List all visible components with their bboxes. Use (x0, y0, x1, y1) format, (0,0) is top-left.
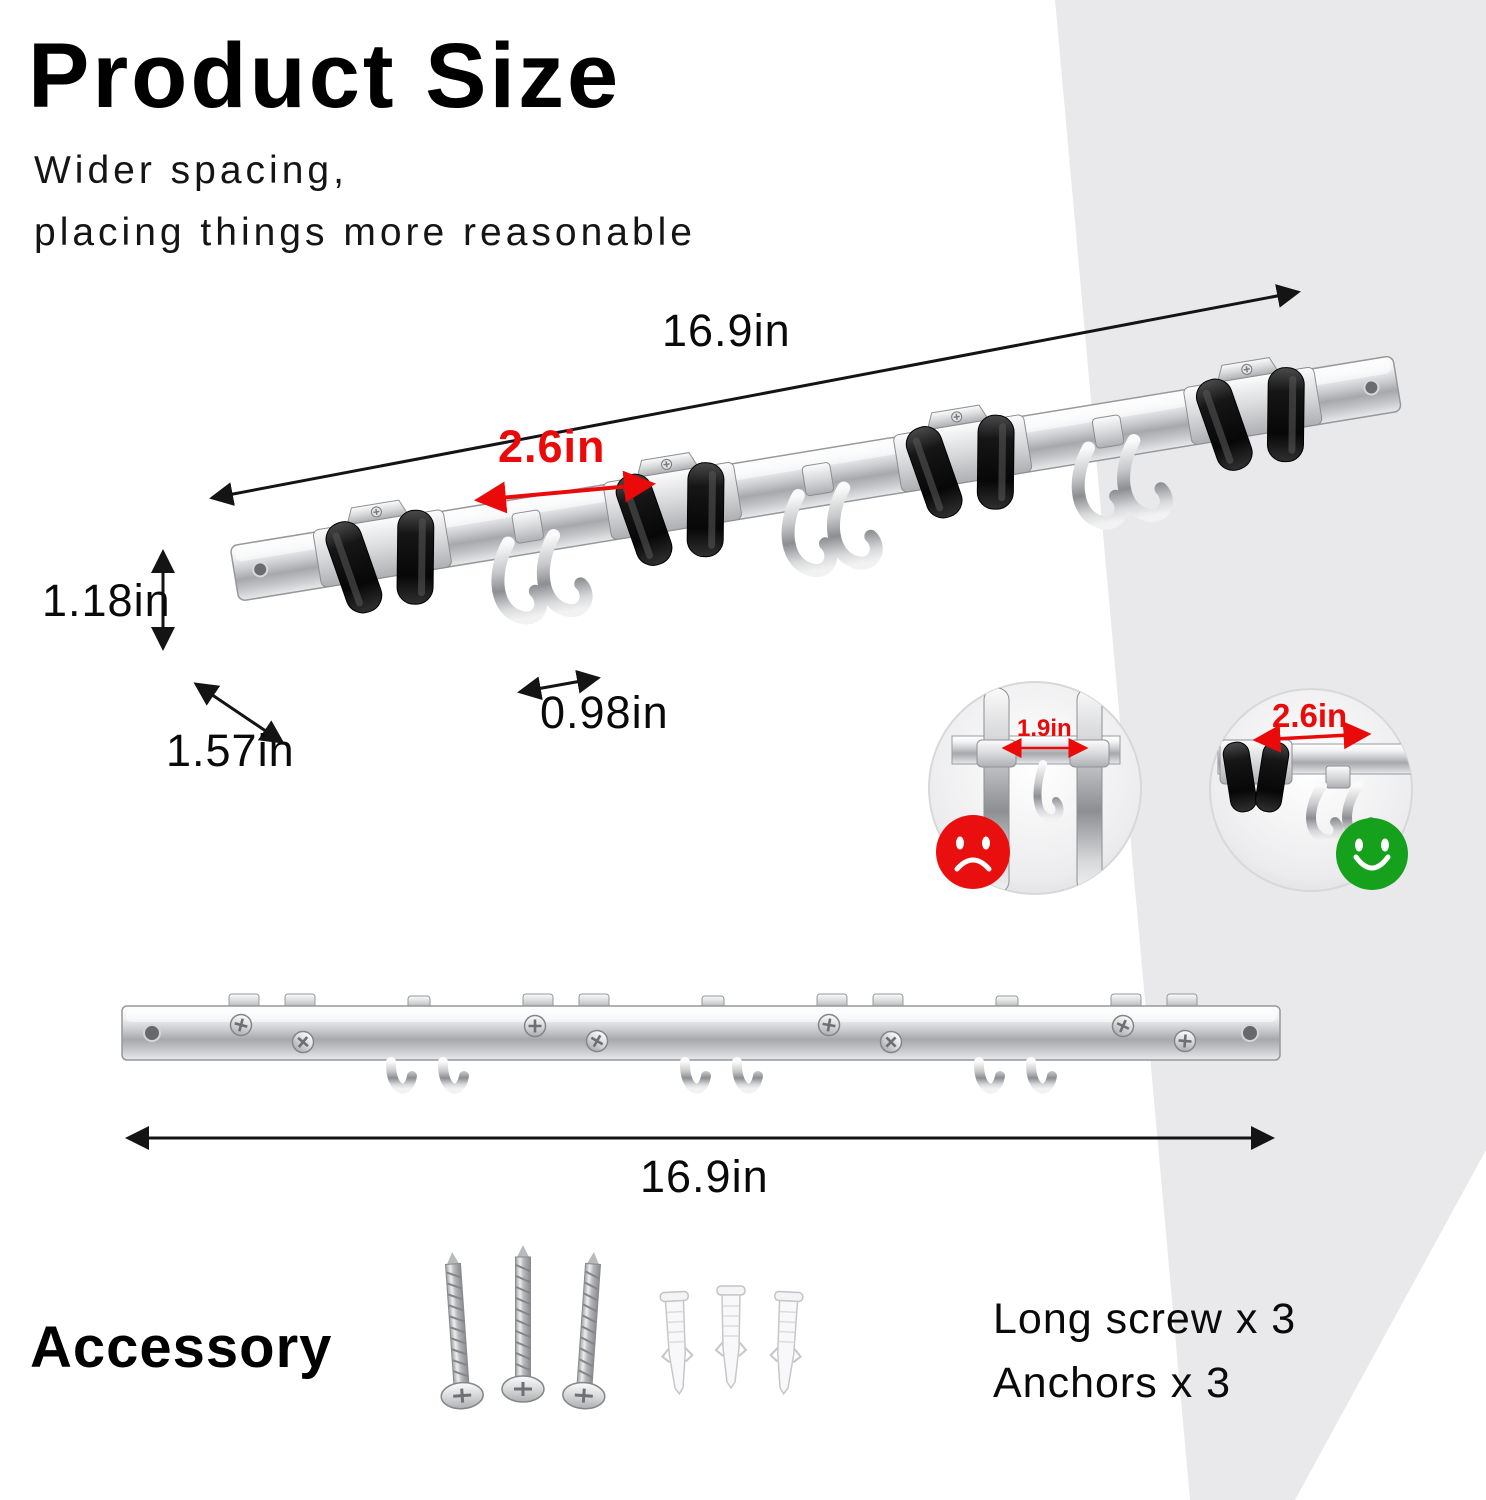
overall-length-bottom-label: 16.9in (640, 1151, 769, 1202)
dimension-arrows (125, 284, 1372, 1150)
wide-spacing-arrow (1252, 721, 1372, 753)
rail-depth-label: 1.57in (166, 725, 295, 776)
rail-depth-arrow (193, 682, 285, 744)
happy-face-icon (1336, 818, 1408, 890)
narrow-spacing-label: 1.9in (1017, 715, 1072, 742)
rail-height-label: 1.18in (42, 575, 171, 626)
page-title: Product Size (28, 25, 622, 127)
wide-spacing-label: 2.6in (1272, 697, 1348, 734)
sad-face-icon (936, 815, 1010, 889)
comparison-inset-bad (928, 681, 1142, 895)
accessory-label: Accessory (30, 1315, 333, 1380)
subtitle-line-1: Wider spacing, (34, 149, 348, 192)
hook-spacing-label: 2.6in (498, 421, 606, 472)
accessory-item-anchors: Anchors x 3 (993, 1359, 1232, 1407)
accessory-item-screws: Long screw x 3 (993, 1295, 1297, 1343)
bottom-rack-illustration (121, 993, 1281, 1089)
hook-width-arrow (517, 669, 601, 701)
overall-length-top-label: 16.9in (662, 305, 791, 356)
overall-length-top-arrow (209, 284, 1301, 506)
subtitle-line-2: placing things more reasonable (34, 211, 697, 254)
anchors-illustration (658, 1285, 805, 1396)
screws-illustration (429, 1243, 617, 1412)
hook-spacing-arrow (474, 470, 656, 514)
hook-width-label: 0.98in (540, 687, 669, 738)
